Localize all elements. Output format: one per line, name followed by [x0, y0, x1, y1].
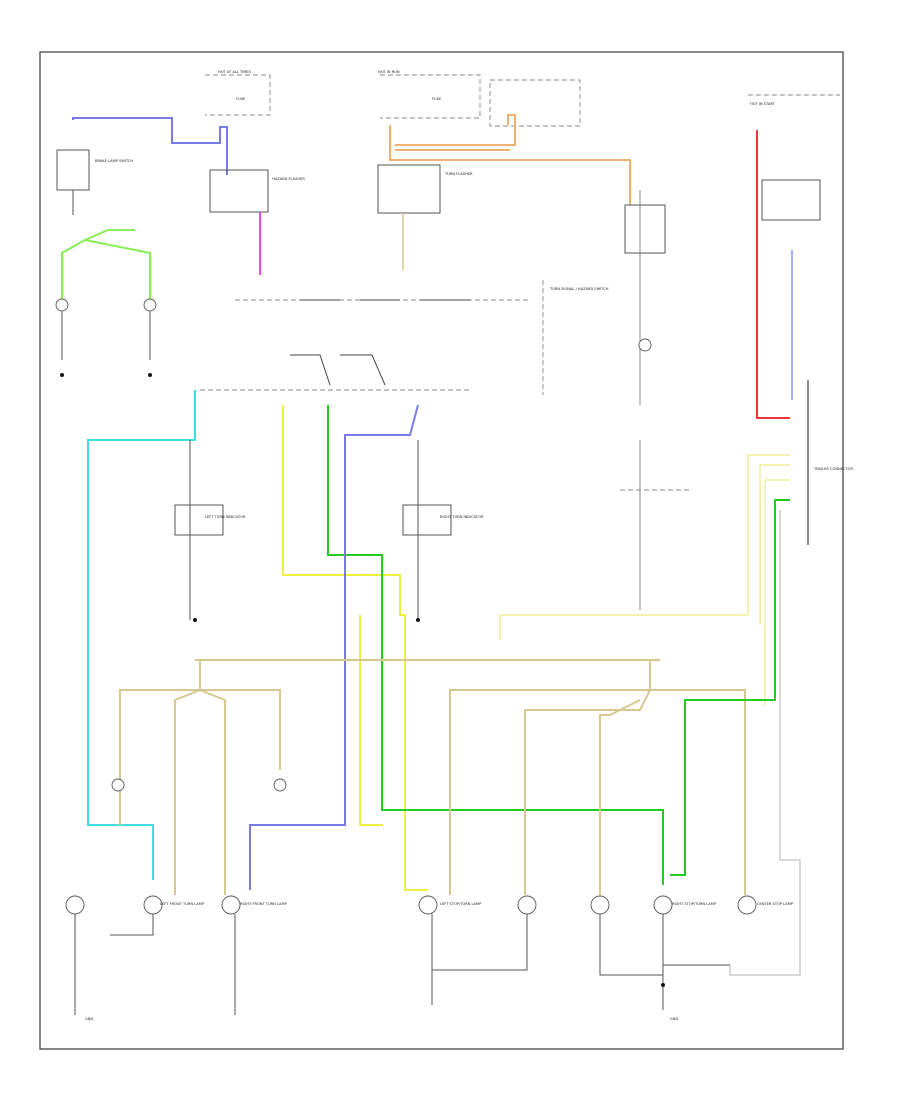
ground-left-indicator	[193, 618, 197, 622]
wire-lamp-ground-left	[61, 311, 151, 360]
wire-lightyellow-right	[499, 454, 790, 705]
label-hazard-fuse: FUSE	[236, 97, 246, 101]
label-ground-left: GND	[85, 1017, 93, 1021]
ground-right-indicator	[416, 618, 420, 622]
left-marker-lamp	[111, 778, 125, 792]
wire-red	[756, 130, 790, 419]
label-right-front-turn: RIGHT FRONT TURN LAMP	[240, 902, 288, 906]
right-turn-indicator	[402, 504, 452, 536]
label-hot-in-start: HOT IN START	[750, 102, 776, 106]
label-hot-all-times: HOT AT ALL TIMES	[218, 70, 252, 74]
right-marker-lamp	[273, 778, 287, 792]
label-hot-run: HOT IN RUN	[378, 70, 400, 74]
hazard-flasher	[209, 169, 269, 213]
wire-blue-center	[249, 404, 419, 890]
center-stop-lamp	[737, 895, 757, 915]
label-left-front-turn: LEFT FRONT TURN LAMP	[160, 902, 205, 906]
fuse-block-center	[380, 74, 481, 119]
wire-yellow-branch	[359, 615, 383, 826]
wire-cyan	[87, 390, 196, 880]
label-left-indicator: LEFT TURN INDICATOR	[205, 515, 246, 519]
label-turn-flasher: TURN FLASHER	[444, 172, 473, 176]
left-front-park-lamp	[65, 895, 85, 915]
label-left-stop-turn: LEFT STOP/TURN LAMP	[440, 902, 482, 906]
label-trailer-connector: TRAILER CONNECTOR	[813, 467, 853, 471]
turn-switch-contacts-lower	[290, 354, 386, 386]
diagram-frame	[39, 51, 844, 1050]
turn-flasher	[377, 164, 441, 214]
right-stop-turn-lamp	[653, 895, 673, 915]
label-hazard-flasher: HAZARD FLASHER	[272, 177, 305, 181]
brake-lamp-switch	[56, 149, 90, 191]
wire-orange-top	[389, 125, 631, 205]
wire-lightgreen-left	[61, 229, 151, 300]
label-center-stop: CENTER STOP LAMP	[757, 902, 794, 906]
label-turn-fuse: FUSE	[432, 97, 442, 101]
start-switch-block	[624, 204, 666, 254]
right-fuse-block	[761, 179, 821, 221]
label-turn-switch: TURN SIGNAL / HAZARD SWITCH	[549, 287, 609, 291]
fuse-block-right	[489, 79, 581, 127]
label-right-indicator: RIGHT TURN INDICATOR	[440, 515, 484, 519]
label-right-stop-turn: RIGHT STOP/TURN LAMP	[672, 902, 717, 906]
wire-green	[327, 405, 664, 885]
right-tail-lamp	[590, 895, 610, 915]
left-high-mount-lamp	[55, 298, 69, 312]
left-tail-lamp	[517, 895, 537, 915]
wire-blue-top	[72, 117, 228, 175]
wire-tan-left-branches	[119, 660, 281, 895]
ground-point-right	[661, 983, 665, 987]
wire-bottom-grounds	[74, 914, 730, 1015]
ground-point-a	[60, 373, 64, 377]
wire-green-right	[670, 499, 790, 876]
wire-lightgray-right	[729, 510, 801, 976]
fuse-block-left	[205, 74, 271, 116]
left-turn-indicator	[174, 504, 224, 536]
wire-yellow-left	[282, 405, 428, 891]
wire-tan-right-branches	[449, 660, 746, 895]
right-front-turn-lamp	[221, 895, 241, 915]
label-ground-right: GND	[670, 1017, 678, 1021]
right-high-mount-lamp	[143, 298, 157, 312]
label-brake-switch: BRAKE LAMP SWITCH	[95, 159, 133, 163]
center-indicator-lamp	[638, 338, 652, 352]
left-stop-turn-lamp	[418, 895, 438, 915]
wire-orange-fuse	[395, 114, 516, 146]
ground-point-b	[148, 373, 152, 377]
